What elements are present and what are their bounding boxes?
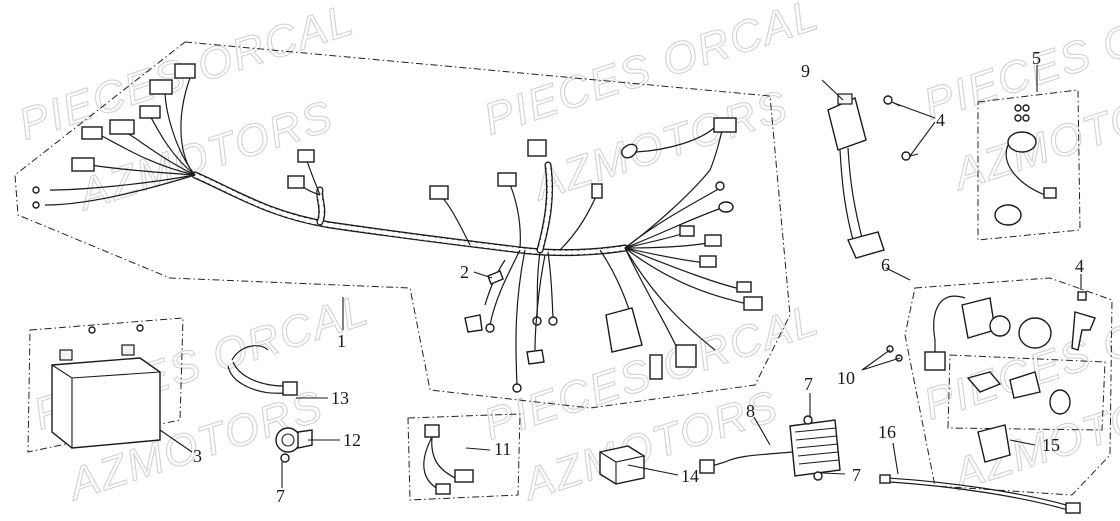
connector-block	[527, 139, 547, 157]
ring-terminal	[485, 323, 495, 333]
connector-block	[149, 79, 173, 95]
regulator-rectifier	[699, 415, 841, 481]
callout-4b: 4	[1075, 256, 1084, 276]
battery-strap	[227, 345, 298, 396]
lock-subgroup-outline	[947, 354, 1106, 431]
callout-1: 1	[337, 331, 346, 351]
connector-block	[174, 63, 196, 79]
speedometer-cable	[879, 474, 1081, 514]
callout-4a: 4	[936, 110, 945, 130]
connector-block	[679, 225, 695, 237]
flasher-relay	[599, 445, 645, 485]
relay-harness	[423, 424, 474, 495]
group-outlines	[14, 41, 1113, 501]
callout-13: 13	[331, 388, 349, 408]
callout-7b: 7	[804, 374, 813, 394]
connector-block	[713, 117, 737, 133]
callout-11: 11	[494, 439, 511, 459]
connector-block	[81, 126, 103, 140]
connector-block	[71, 157, 95, 172]
connector-block	[109, 119, 135, 135]
leader-lines	[159, 65, 1082, 488]
rubber-boot	[605, 307, 643, 353]
callout-12: 12	[343, 430, 361, 450]
connector-block	[497, 172, 517, 187]
ignition-switch-set	[924, 295, 1096, 463]
horn	[275, 427, 313, 463]
callout-16: 16	[878, 422, 896, 442]
rubber-boot	[464, 314, 483, 333]
battery	[51, 324, 161, 449]
wire-clip	[487, 270, 504, 285]
connector-block	[429, 185, 449, 200]
callout-14: 14	[681, 466, 699, 486]
rubber-boot	[526, 349, 545, 365]
callout-9: 9	[801, 61, 810, 81]
connector-block	[649, 354, 663, 380]
connector-block	[743, 296, 763, 311]
callout-5: 5	[1032, 48, 1041, 68]
ring-terminal	[512, 383, 522, 393]
connector-block	[675, 344, 697, 368]
callout-15: 15	[1042, 435, 1060, 455]
ring-terminal	[32, 201, 40, 209]
connector-block	[736, 281, 752, 293]
ignition-coil	[827, 93, 885, 259]
callout-2: 2	[460, 262, 469, 282]
rubber-boot	[718, 201, 734, 213]
connector-block	[704, 234, 722, 247]
callout-7a: 7	[276, 486, 285, 506]
callout-3: 3	[193, 446, 202, 466]
connector-block	[591, 183, 603, 199]
relay-11-group-outline	[407, 413, 521, 501]
connector-block	[287, 175, 305, 189]
callout-6: 6	[881, 255, 890, 275]
ignition-group-outline	[904, 277, 1113, 496]
callout-7c: 7	[852, 465, 861, 485]
battery-group-outline	[27, 317, 184, 453]
connector-block	[699, 255, 717, 268]
connector-block	[139, 105, 161, 119]
callout-numbers: 1 2 3 4 4 5 6 7 7 7 8 9 10 11 12 13 14 1…	[193, 48, 1084, 506]
ring-terminal	[548, 316, 558, 326]
screws	[886, 345, 903, 362]
callout-8: 8	[746, 401, 755, 421]
ring-terminal	[32, 186, 40, 194]
main-wiring-harness	[32, 63, 763, 393]
switch-assembly	[994, 104, 1057, 226]
callout-10: 10	[837, 368, 855, 388]
ring-terminal	[715, 181, 725, 191]
connector-block	[297, 149, 315, 163]
